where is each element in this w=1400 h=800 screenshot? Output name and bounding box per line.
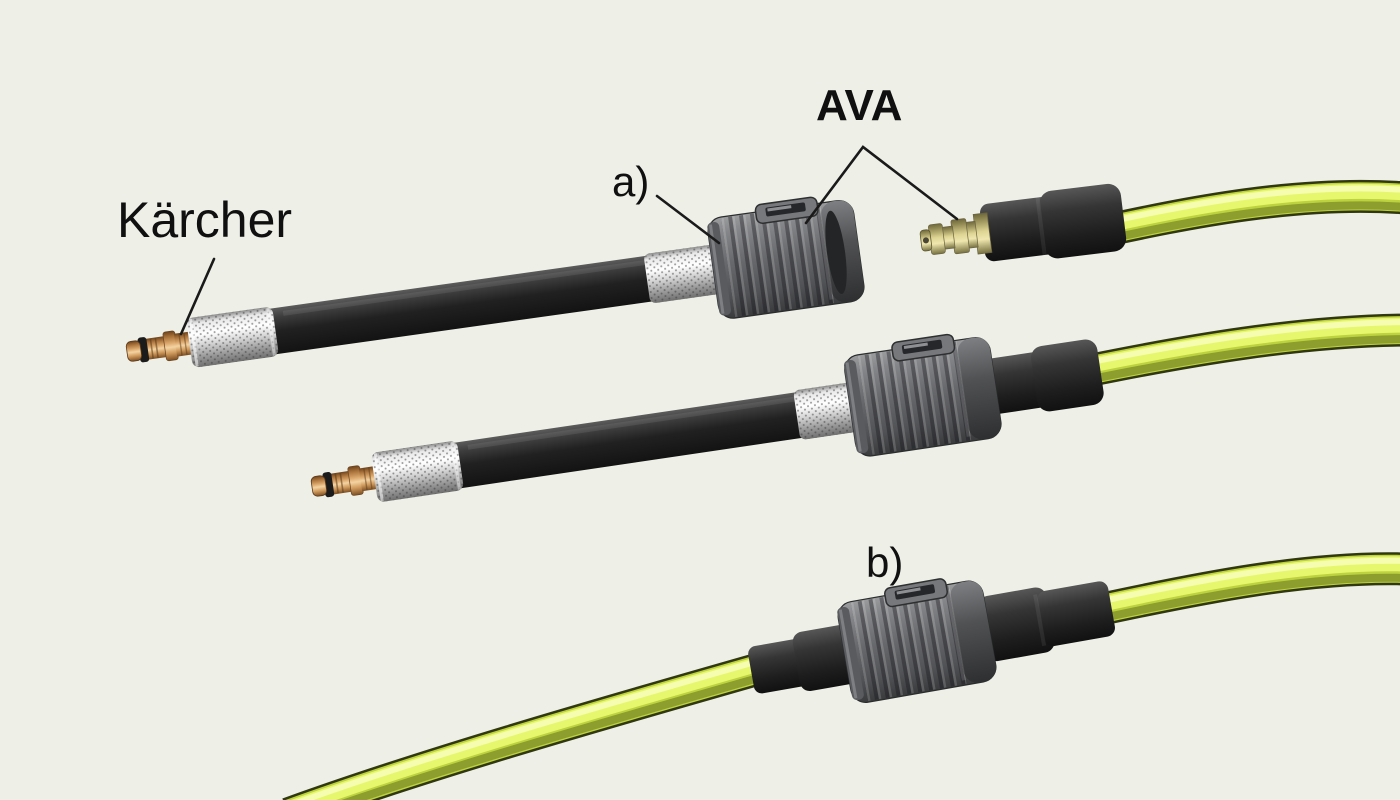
karcher-hose-assembly-middle [307,327,1104,513]
label-karcher: Kärcher [117,192,292,248]
label-item-a: a) [612,158,649,205]
yellow-hose-bottom-left [282,652,767,800]
label-ava: AVA [816,81,902,130]
yellow-hose-middle [1078,313,1400,389]
a-leader-line [655,194,721,245]
yellow-hose-bottom-right [1094,552,1400,627]
karcher-leader-line [179,257,216,336]
yellow-hose-top [1086,179,1400,251]
ava-leader-lines [804,145,959,225]
ava-male-connector [919,183,1127,262]
label-item-b: b) [866,539,903,586]
karcher-hose-assembly-top [122,190,867,378]
connected-joint-bottom [748,571,1115,706]
